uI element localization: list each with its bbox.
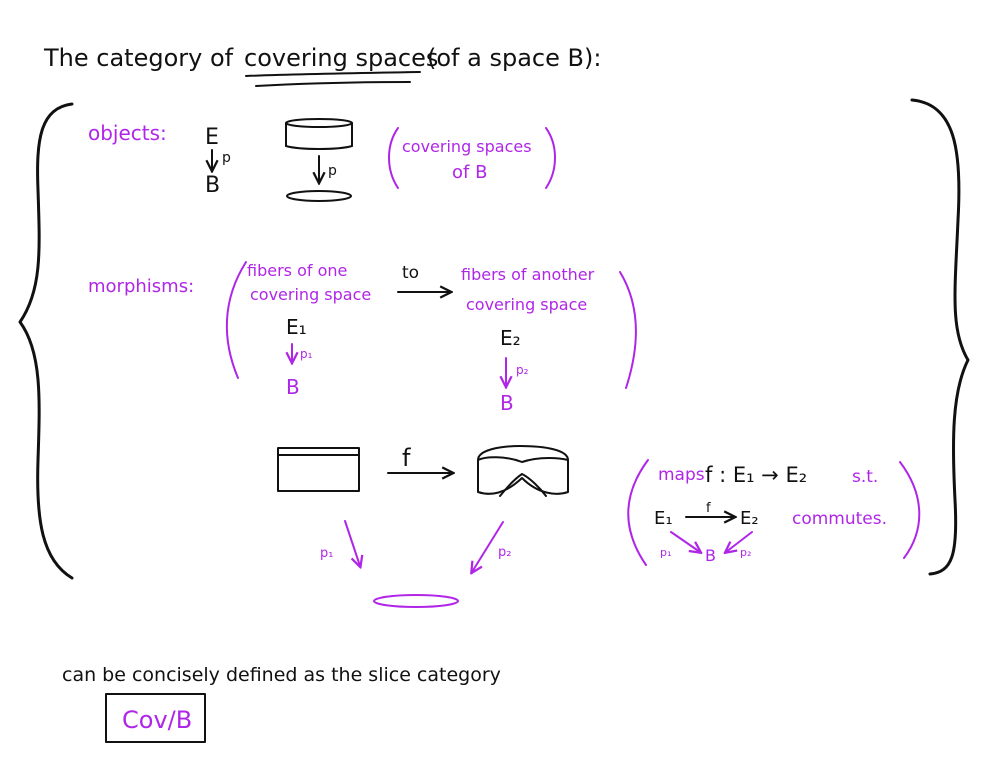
objects-cylinder-p: p	[328, 163, 337, 179]
maps-st: s.t.	[852, 467, 878, 487]
cd-p2: p₂	[740, 546, 751, 559]
source-cylinder-icon	[277, 447, 360, 492]
objects-note-line1: covering spaces	[402, 137, 532, 156]
cd-f: f	[706, 501, 711, 516]
slice-category-box	[105, 693, 206, 743]
morphisms-left-line1: fibers of one	[247, 261, 347, 280]
double-cover-band-icon	[477, 445, 569, 497]
morphisms-left-paren	[225, 261, 247, 379]
maps-expr: f : E₁ → E₂	[705, 463, 807, 487]
diag-p1-arrow	[344, 520, 360, 566]
footer-text: can be concisely defined as the slice ca…	[62, 664, 501, 686]
objects-label: objects:	[88, 121, 167, 145]
maps-left-paren	[627, 459, 649, 566]
title-prefix: The category of	[43, 44, 234, 72]
left-curly-brace	[18, 102, 74, 580]
morphisms-to: to	[402, 263, 419, 283]
objects-B: B	[205, 173, 220, 198]
cd-E2: E₂	[740, 508, 759, 529]
morphisms-B2: B	[500, 391, 514, 415]
morphisms-E1: E₁	[286, 315, 307, 339]
objects-E: E	[205, 125, 219, 150]
maps-right-paren	[899, 461, 921, 559]
morphisms-right-line2: covering space	[466, 295, 587, 314]
cd-p1-arrow	[670, 531, 700, 552]
morphisms-label: morphisms:	[88, 276, 194, 297]
objects-p: p	[222, 150, 231, 166]
objects-note-left-paren	[388, 127, 399, 189]
cd-B: B	[705, 546, 716, 565]
cd-commutes: commutes.	[792, 509, 887, 529]
maps-prefix: maps	[658, 465, 705, 485]
covering-cylinder-icon	[285, 118, 353, 150]
footer: can be concisely defined as the slice ca…	[62, 664, 501, 743]
title-underlined: covering spaces	[244, 44, 438, 72]
diag-p1: p₁	[320, 546, 333, 561]
purple-base-circle-icon	[373, 594, 459, 608]
right-curly-brace	[910, 98, 970, 576]
morphisms-p1: p₁	[300, 347, 313, 361]
title-underline-1	[245, 71, 421, 77]
morphisms-left-line2: covering space	[250, 285, 371, 304]
title-suffix: (of a space B):	[427, 44, 601, 72]
objects-note-right-paren	[545, 127, 556, 189]
morphisms-B1: B	[286, 375, 300, 399]
slice-category-label: Cov/B	[122, 706, 192, 734]
morphisms-E2: E₂	[500, 326, 521, 350]
morphisms-f: f	[402, 444, 411, 472]
morphisms-right-paren	[619, 271, 637, 389]
objects-note-line2: of B	[452, 162, 487, 183]
diag-p2: p₂	[498, 545, 511, 560]
morphisms-p2: p₂	[516, 363, 529, 377]
cd-p1: p₁	[660, 546, 671, 559]
cd-p2-arrow	[726, 531, 753, 552]
cd-E1: E₁	[654, 508, 673, 529]
objects-section: objects: E p B p covering spaces of B	[88, 118, 556, 202]
title-underline-2	[255, 81, 411, 87]
morphisms-right-line1: fibers of another	[461, 265, 595, 284]
title: The category of covering spaces (of a sp…	[43, 44, 601, 87]
base-circle-icon	[286, 190, 352, 202]
diag-p2-arrow	[472, 521, 504, 572]
morphisms-section: morphisms: fibers of one covering space …	[88, 261, 921, 608]
